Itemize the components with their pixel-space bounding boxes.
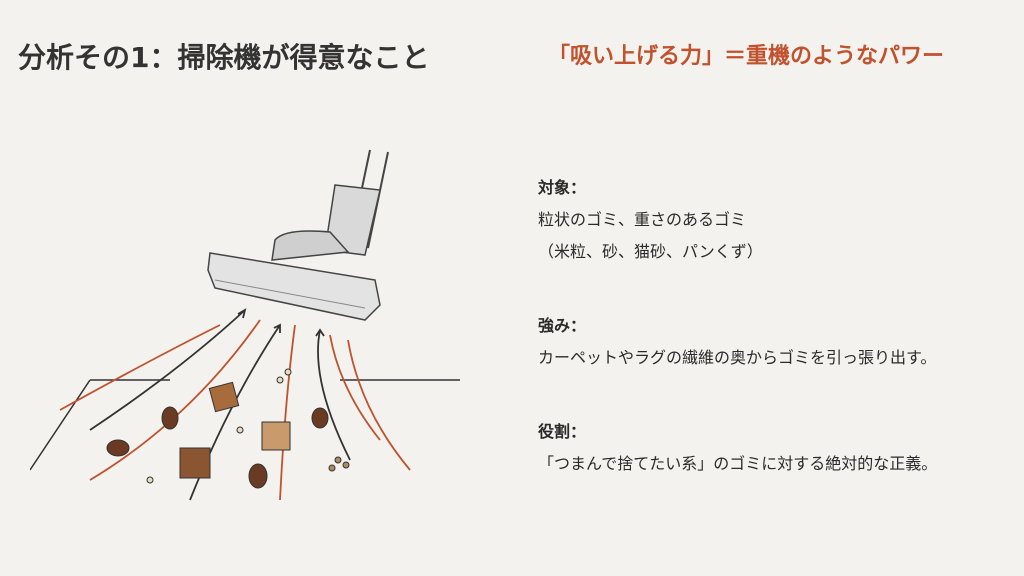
section-label: 役割： (538, 422, 587, 441)
debris (106, 368, 350, 489)
section-strength: 強み： カーペットやラグの繊維の奥からゴミを引っ張り出す。 (538, 310, 936, 374)
vacuum-illustration (30, 149, 460, 501)
section-text: （米粒、砂、猫砂、パンくず） (538, 242, 763, 261)
section-target: 対象： 粒状のゴミ、重さのあるゴミ （米粒、砂、猫砂、パンくず） (538, 172, 763, 268)
section-text: 「つまんで捨てたい系」のゴミに対する絶対的な正義。 (538, 454, 938, 473)
section-label: 対象： (538, 178, 587, 197)
section-text: 粒状のゴミ、重さのあるゴミ (538, 210, 747, 229)
section-label: 強み： (538, 316, 587, 335)
slide-title: 分析その1：掃除機が得意なこと (18, 41, 430, 74)
floor-lines (30, 379, 460, 471)
section-role: 役割： 「つまんで捨てたい系」のゴミに対する絶対的な正義。 (538, 416, 937, 480)
section-text: カーペットやラグの繊維の奥からゴミを引っ張り出す。 (538, 348, 937, 367)
vacuum-icon (207, 149, 389, 321)
slide-subtitle: 「吸い上げる力」＝重機のようなパワー (548, 44, 945, 69)
